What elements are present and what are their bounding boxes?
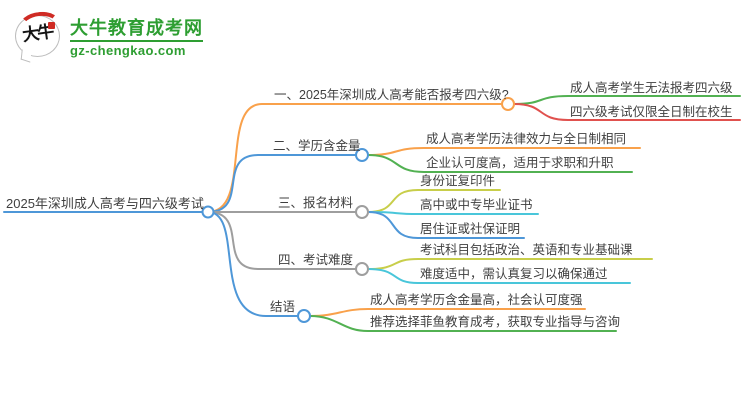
edge-branch-1 [207, 103, 502, 213]
branch-1-label: 一、2025年深圳成人高考能否报考四六级? [274, 88, 509, 102]
branch-2-child-1-label: 成人高考学历法律效力与全日制相同 [426, 132, 627, 146]
logo-text-block: 大牛教育成考网 gz-chengkao.com [70, 13, 203, 59]
branch-5-child-1-label: 成人高考学历含金量高，社会认可度强 [370, 293, 583, 307]
branch-3-child-3-label: 居住证或社保证明 [420, 222, 521, 236]
branch-2-node-circle [355, 148, 369, 162]
root-node-circle [201, 205, 215, 219]
branch-5-label: 结语 [270, 300, 296, 314]
root-topic-label: 2025年深圳成人高考与四六级考试 [6, 196, 204, 211]
daniu-logo-icon: 大牛 [14, 9, 63, 63]
edge-branch-1-child-1 [513, 95, 741, 105]
edge-branch-5-child-2 [309, 315, 617, 332]
branch-1-child-2-label: 四六级考试仅限全日制在校生 [570, 105, 733, 119]
branch-3-child-2-label: 高中或中专毕业证书 [420, 198, 533, 212]
branch-5-node-circle [297, 309, 311, 323]
edge-branch-2-child-2 [367, 154, 633, 173]
branch-2-label: 二、学历含金量 [273, 139, 361, 153]
branch-4-node-circle [355, 262, 369, 276]
branch-4-label: 四、考试难度 [278, 253, 354, 267]
edge-branch-3-child-3 [367, 211, 525, 239]
edge-branch-2-child-1 [367, 147, 641, 156]
branch-4-child-2-label: 难度适中，需认真复习以确保通过 [420, 267, 608, 281]
branch-2-child-2-label: 企业认可度高，适用于求职和升职 [426, 156, 614, 170]
site-logo[interactable]: 大牛 大牛教育成考网 gz-chengkao.com [14, 9, 203, 63]
branch-3-child-1-label: 身份证复印件 [420, 174, 496, 188]
branch-3-node-circle [355, 205, 369, 219]
edge-branch-4 [207, 211, 357, 270]
branch-1-child-1-label: 成人高考学生无法报考四六级 [570, 81, 733, 95]
logo-red-seal [48, 22, 55, 29]
branch-1-node-circle [501, 97, 515, 111]
site-domain: gz-chengkao.com [70, 43, 186, 58]
edge-branch-5 [207, 211, 299, 317]
edge-branch-4-child-2 [367, 268, 631, 284]
edge-branch-1-child-2 [513, 103, 741, 121]
site-name: 大牛教育成考网 [70, 17, 203, 42]
branch-5-child-2-label: 推荐选择菲鱼教育成考，获取专业指导与咨询 [370, 315, 621, 329]
branch-3-label: 三、报名材料 [278, 196, 354, 210]
edge-branch-2 [207, 154, 357, 213]
branch-4-child-1-label: 考试科目包括政治、英语和专业基础课 [420, 243, 633, 257]
